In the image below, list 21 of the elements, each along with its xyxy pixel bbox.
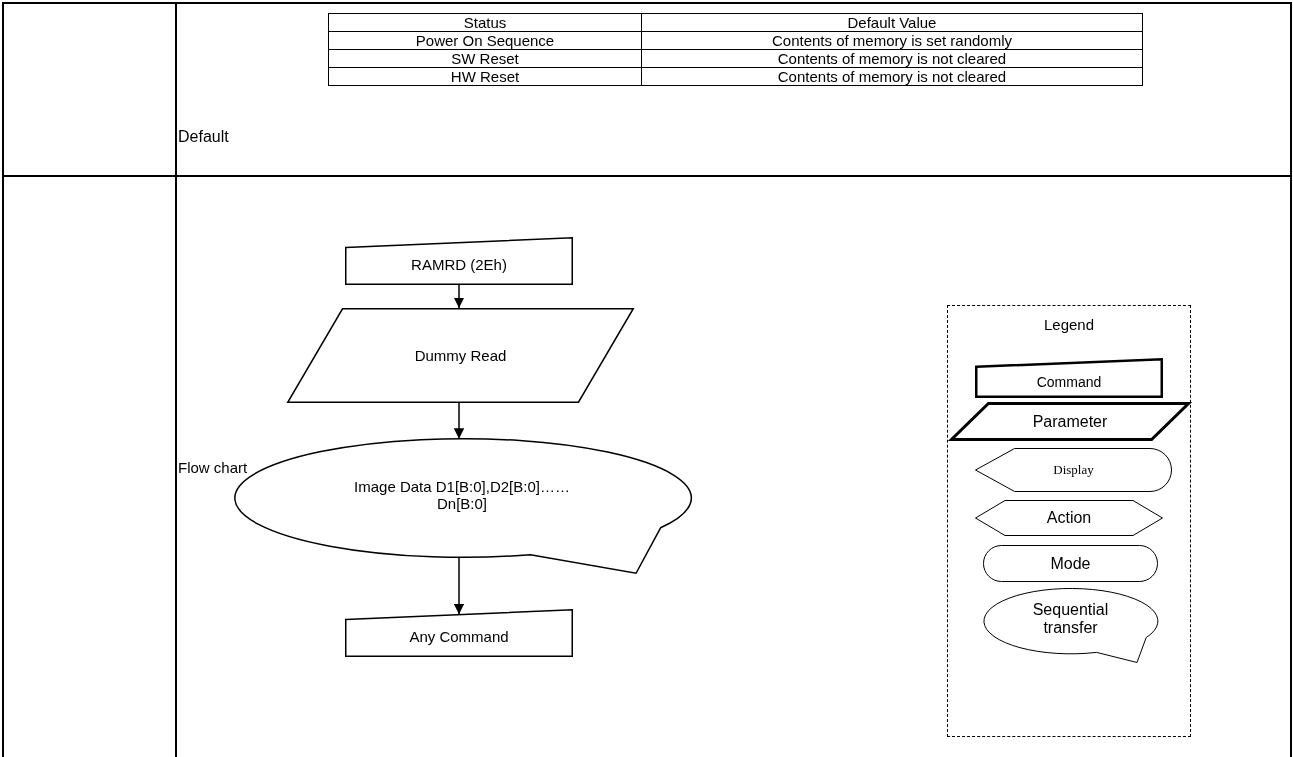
legend-title: Legend bbox=[1044, 316, 1095, 333]
legend-text: Sequential transfer bbox=[1031, 601, 1110, 637]
row-label: Flow chart bbox=[178, 459, 248, 476]
legend-text: Parameter bbox=[1032, 412, 1108, 431]
table-cell: Contents of memory is not cleared bbox=[641, 67, 1143, 86]
command-box: RAMRD (2Eh) bbox=[345, 237, 573, 285]
table-header-cell: Status bbox=[328, 13, 642, 32]
table-cell: Contents of memory is not cleared bbox=[641, 49, 1143, 68]
arrow bbox=[453, 284, 465, 309]
table-cell: Power On Sequence bbox=[328, 31, 642, 50]
legend-text: Display bbox=[1053, 462, 1094, 478]
command-box: Any Command bbox=[345, 609, 573, 657]
parameter-parallelogram: Dummy Read bbox=[287, 308, 634, 403]
legend-text: Action bbox=[1046, 509, 1092, 527]
legend-text: Mode bbox=[1050, 554, 1091, 573]
row-label: Default bbox=[178, 128, 229, 146]
legend-text: Command bbox=[1036, 374, 1102, 390]
table-cell: SW Reset bbox=[328, 49, 642, 68]
table-cell: HW Reset bbox=[328, 67, 642, 86]
table-header-cell: Default Value bbox=[641, 13, 1143, 32]
table-cell: Contents of memory is set randomly bbox=[641, 31, 1143, 50]
